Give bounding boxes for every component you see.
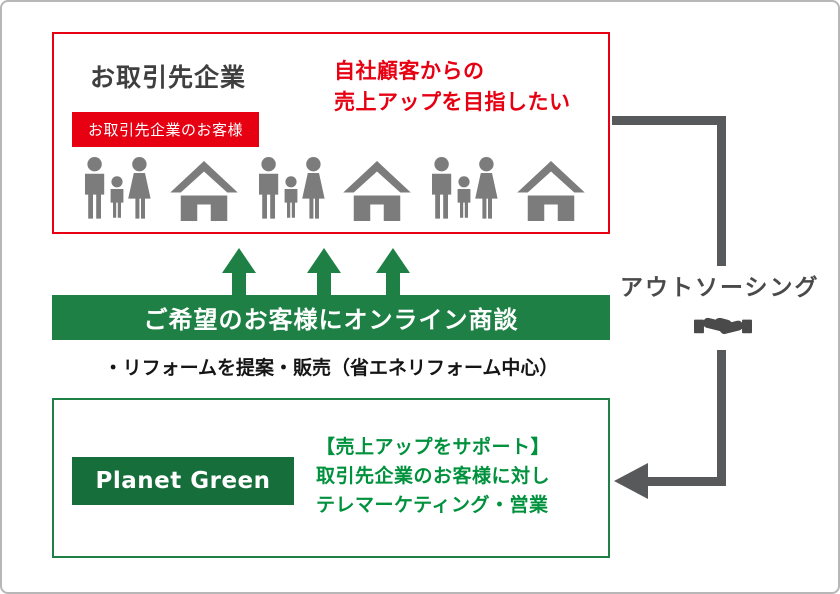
up-arrow-head <box>222 248 256 273</box>
customers-label: お取引先企業のお客様 <box>72 112 260 147</box>
customer-icons-row <box>76 157 586 221</box>
sales-goal-line1: 自社顧客からの <box>334 59 485 83</box>
sales-goal-line2: 売上アップを目指したい <box>334 90 571 114</box>
online-meeting-banner: ご希望のお客様にオンライン商談 <box>52 295 610 340</box>
support-line2: 取引先企業のお客様に対し <box>316 465 551 487</box>
up-arrow-stem <box>317 273 331 295</box>
connector-arrowhead-icon <box>614 463 648 499</box>
reform-note: ・リフォームを提案・販売（省エネリフォーム中心） <box>103 357 559 379</box>
handshake-icon <box>690 302 756 350</box>
support-line3: テレマーケティング・営業 <box>316 494 549 516</box>
support-text: 【売上アップをサポート】 取引先企業のお客様に対し テレマーケティング・営業 <box>316 433 550 520</box>
outsourcing-label: アウトソーシング <box>616 266 824 304</box>
partner-company-box: お取引先企業 自社顧客からの 売上アップを目指したい お取引先企業のお客様 <box>52 32 610 234</box>
house-icon <box>516 161 586 221</box>
up-arrow-stem <box>386 273 400 295</box>
up-arrow-stem <box>232 273 246 295</box>
up-arrow-icon <box>307 248 341 295</box>
up-arrow-head <box>307 248 341 273</box>
house-icon <box>169 161 239 221</box>
up-arrow-icon <box>222 248 256 295</box>
support-line1: 【売上アップをサポート】 <box>316 436 551 458</box>
family-icon <box>250 157 332 221</box>
family-icon <box>76 157 158 221</box>
connector-bottom-segment <box>648 477 726 486</box>
partner-box-title: お取引先企業 <box>90 63 247 92</box>
support-box: Planet Green 【売上アップをサポート】 取引先企業のお客様に対し テ… <box>52 398 610 558</box>
up-arrow-icon <box>376 248 410 295</box>
house-icon <box>342 161 412 221</box>
connector-top-segment <box>612 116 726 125</box>
up-arrow-head <box>376 248 410 273</box>
sales-goal-text: 自社顧客からの 売上アップを目指したい <box>334 56 571 118</box>
family-icon <box>423 157 505 221</box>
planet-green-logo: Planet Green <box>72 457 294 505</box>
